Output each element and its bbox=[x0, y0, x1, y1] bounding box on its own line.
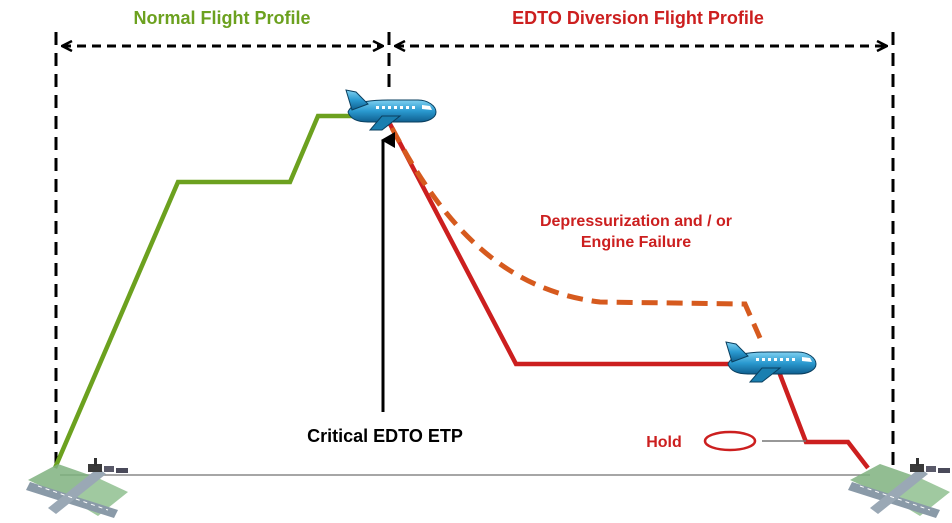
airplane-icon bbox=[725, 341, 817, 383]
airport-icon bbox=[25, 457, 129, 519]
depressurization-flight-path bbox=[389, 126, 763, 340]
hold-pattern-icon bbox=[703, 430, 757, 452]
airport-icon bbox=[847, 457, 951, 519]
diversion-profile-label: EDTO Diversion Flight Profile bbox=[512, 8, 764, 28]
critical-etp-label: Critical EDTO ETP bbox=[307, 426, 463, 446]
normal-flight-path bbox=[52, 113, 352, 469]
depressurization-label-line1: Depressurization and / or bbox=[540, 213, 732, 230]
diversion-flight-path bbox=[388, 122, 870, 470]
depressurization-label-line2: Engine Failure bbox=[581, 234, 691, 251]
hold-label: Hold bbox=[646, 434, 682, 451]
normal-profile-label: Normal Flight Profile bbox=[133, 8, 310, 28]
